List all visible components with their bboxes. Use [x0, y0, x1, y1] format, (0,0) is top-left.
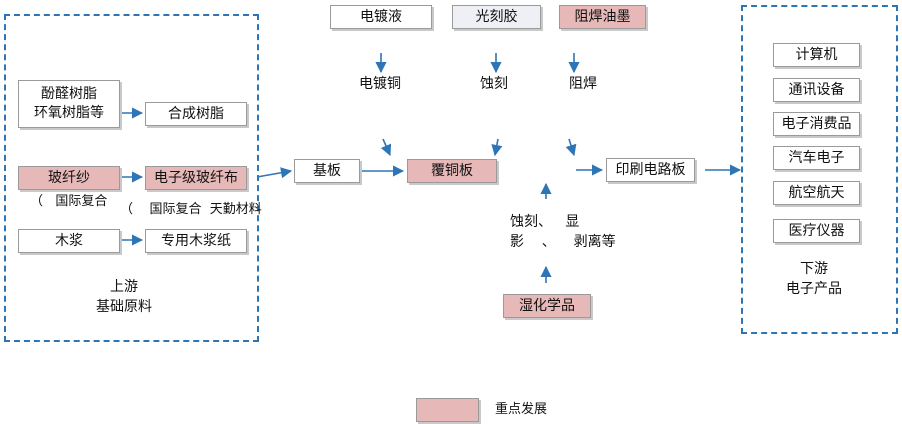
wet-process-text: 蚀刻、 显 影 、 剥离等	[510, 214, 616, 250]
downstream-medical: 医疗仪器	[773, 219, 860, 243]
photoresist-box: 光刻胶	[452, 5, 541, 29]
downstream-consumer-electronics: 电子消费品	[773, 112, 860, 136]
e-glass-cloth-box: 电子级玻纤布	[145, 166, 247, 190]
glass-yarn-box: 玻纤纱	[18, 166, 120, 190]
upstream-region	[4, 14, 259, 342]
process-copper-plating: 电镀铜	[359, 76, 401, 92]
resin-raw-box: 酚醛树脂 环氧树脂等	[18, 80, 120, 128]
pcb-box: 印刷电路板	[606, 158, 695, 182]
legend-swatch	[416, 398, 479, 422]
process-etching: 蚀刻	[480, 76, 508, 92]
arrow-diag-mid	[491, 138, 503, 157]
synthetic-resin-box: 合成树脂	[145, 102, 247, 126]
special-pulp-paper-box: 专用木浆纸	[145, 229, 247, 253]
wood-pulp-box: 木浆	[18, 229, 120, 253]
arrow-diag-right	[565, 138, 577, 157]
process-solder-mask: 阻焊	[569, 76, 597, 92]
legend-label: 重点发展	[495, 402, 548, 417]
downstream-aerospace: 航空航天	[773, 181, 860, 205]
electroplating-solution-box: 电镀液	[330, 5, 432, 29]
arrow-to-substrate	[256, 167, 293, 179]
copper-clad-laminate-box: 覆铜板	[407, 159, 497, 183]
downstream-region	[741, 5, 898, 334]
upstream-caption: 上游 基础原料	[96, 279, 152, 315]
arrow-diag-left	[380, 138, 392, 157]
supplier-note-b: （ 国际复合 天勤材料	[120, 202, 262, 217]
substrate-box: 基板	[294, 159, 360, 183]
downstream-caption: 下游 电子产品	[786, 261, 842, 297]
downstream-communication: 通讯设备	[773, 78, 860, 102]
wet-chemicals-box: 湿化学品	[503, 294, 591, 318]
downstream-computer: 计算机	[773, 43, 860, 67]
solder-mask-ink-box: 阻焊油墨	[559, 5, 646, 29]
downstream-automotive: 汽车电子	[773, 146, 860, 170]
supplier-note-a: （ 国际复合	[30, 194, 108, 209]
